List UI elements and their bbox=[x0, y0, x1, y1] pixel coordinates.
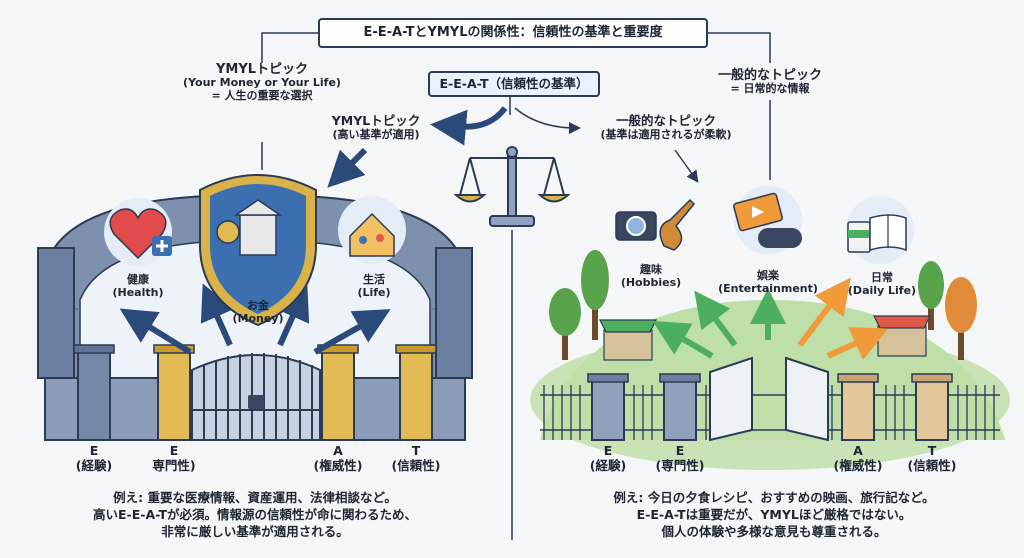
general-description: 例え: 今日の夕食レシピ、おすすめの映画、旅行記など。 E-E-A-Tは重要だが… bbox=[554, 490, 994, 541]
ymyl-header-note: = 人生の重要な選択 bbox=[211, 89, 313, 103]
topic-money-en: (Money) bbox=[232, 311, 284, 325]
topic-entertainment: 娯楽 (Entertainment) bbox=[718, 269, 818, 296]
ymyl-branch-label: YMYLトピック (高い基準が適用) bbox=[306, 113, 446, 142]
ymyl-branch-title: YMYLトピック bbox=[331, 113, 421, 128]
branch-arrow-left bbox=[430, 106, 508, 146]
topic-hobbies: 趣味 (Hobbies) bbox=[616, 263, 686, 290]
topic-daily-life-label: 日常 bbox=[871, 271, 893, 284]
left-pillar-expertise: E 専門性) bbox=[144, 443, 204, 474]
topic-life-label: 生活 bbox=[363, 273, 385, 286]
topic-money-label: お金 bbox=[247, 299, 269, 312]
shield-icon bbox=[199, 174, 317, 327]
pillar-letter: E bbox=[169, 443, 179, 458]
pillar-letter: E bbox=[89, 443, 99, 458]
ymyl-header-title: YMYLトピック bbox=[215, 62, 309, 77]
ymyl-description: 例え: 重要な医療情報、資産運用、法律相談など。 高いE-E-A-Tが必須。情報… bbox=[40, 490, 470, 541]
diagram-title: E-E-A-TとYMYLの関係性：信頼性の基準と重要度 bbox=[318, 18, 708, 48]
pillar-letter: E bbox=[675, 443, 685, 458]
topic-health-label: 健康 bbox=[127, 273, 149, 286]
pillar-label: (信頼性) bbox=[907, 457, 957, 473]
ymyl-header: YMYLトピック (Your Money or Your Life) = 人生の… bbox=[172, 62, 352, 103]
topic-life-en: (Life) bbox=[357, 285, 391, 299]
pillar-label: 専門性) bbox=[152, 457, 196, 473]
general-description-line: 例え: 今日の夕食レシピ、おすすめの映画、旅行記など。 bbox=[613, 490, 935, 505]
pillar-letter: T bbox=[411, 443, 421, 458]
camera-guitar-icon bbox=[615, 198, 696, 251]
general-branch-label: 一般的なトピック (基準は適用されるが柔軟) bbox=[566, 113, 766, 142]
topic-hobbies-en: (Hobbies) bbox=[620, 275, 682, 289]
ymyl-description-line: 例え: 重要な医療情報、資産運用、法律相談など。 bbox=[113, 490, 397, 505]
pillar-label: (権威性) bbox=[313, 457, 363, 473]
pillar-label: (経験) bbox=[75, 457, 113, 473]
coffee-book-icon bbox=[846, 196, 914, 264]
left-pillar-authority: A (権威性) bbox=[304, 443, 372, 474]
heart-icon bbox=[104, 198, 172, 266]
pillar-letter: T bbox=[927, 443, 937, 458]
arrow-to-hobbies bbox=[674, 149, 699, 183]
ymyl-description-line: 非常に厳しい基準が適用される。 bbox=[161, 523, 349, 539]
title-connectors bbox=[261, 32, 771, 180]
general-branch-note: (基準は適用されるが柔軟) bbox=[600, 127, 732, 141]
topic-health: 健康 (Health) bbox=[108, 273, 168, 300]
pillar-label: (信頼性) bbox=[391, 457, 441, 473]
ymyl-description-line: 高いE-E-A-Tが必須。情報源の信頼性が命に関わるため、 bbox=[92, 506, 417, 522]
pillar-letter: A bbox=[333, 443, 343, 458]
house-family-icon bbox=[338, 196, 406, 264]
right-pillar-expertise: E (専門性) bbox=[646, 443, 714, 474]
general-description-line: E-E-A-Tは重要だが、YMYLほど厳格ではない。 bbox=[636, 506, 912, 522]
topic-money: お金 (Money) bbox=[228, 299, 288, 326]
right-pillar-experience: E (経験) bbox=[578, 443, 638, 474]
arrow-to-shield bbox=[327, 147, 368, 188]
topic-entertainment-label: 娯楽 bbox=[757, 269, 779, 282]
topic-health-en: (Health) bbox=[112, 285, 164, 299]
eeat-center-label: E-E-A-T（信頼性の基準） bbox=[428, 71, 600, 97]
general-header-title: 一般的なトピック bbox=[717, 68, 822, 83]
right-pillar-authority: A (権威性) bbox=[824, 443, 892, 474]
topic-entertainment-en: (Entertainment) bbox=[718, 281, 818, 295]
pillar-label: (権威性) bbox=[833, 457, 883, 473]
left-pillar-experience: E (経験) bbox=[64, 443, 124, 474]
pillar-letter: E bbox=[603, 443, 613, 458]
pillar-label: (専門性) bbox=[655, 457, 705, 473]
general-header-note: = 日常的な情報 bbox=[730, 82, 810, 96]
branch-arrow-right bbox=[514, 107, 581, 134]
general-description-line: 個人の体験や多様な意見も尊重される。 bbox=[661, 523, 887, 539]
ymyl-header-sub: (Your Money or Your Life) bbox=[183, 76, 341, 90]
ticket-controller-icon bbox=[733, 186, 802, 254]
pillar-letter: A bbox=[853, 443, 863, 458]
topic-life: 生活 (Life) bbox=[344, 273, 404, 300]
general-branch-title: 一般的なトピック bbox=[615, 113, 716, 128]
topic-hobbies-label: 趣味 bbox=[640, 263, 662, 276]
topic-daily-life-en: (Daily Life) bbox=[847, 283, 917, 297]
general-park bbox=[530, 250, 1010, 470]
pillar-label: (経験) bbox=[589, 457, 627, 473]
scale-icon bbox=[453, 146, 571, 227]
topic-daily-life: 日常 (Daily Life) bbox=[842, 271, 922, 298]
ymyl-branch-note: (高い基準が適用) bbox=[332, 127, 420, 141]
general-header: 一般的なトピック = 日常的な情報 bbox=[690, 68, 850, 96]
right-pillar-trust: T (信頼性) bbox=[898, 443, 966, 474]
left-pillar-trust: T (信頼性) bbox=[382, 443, 450, 474]
